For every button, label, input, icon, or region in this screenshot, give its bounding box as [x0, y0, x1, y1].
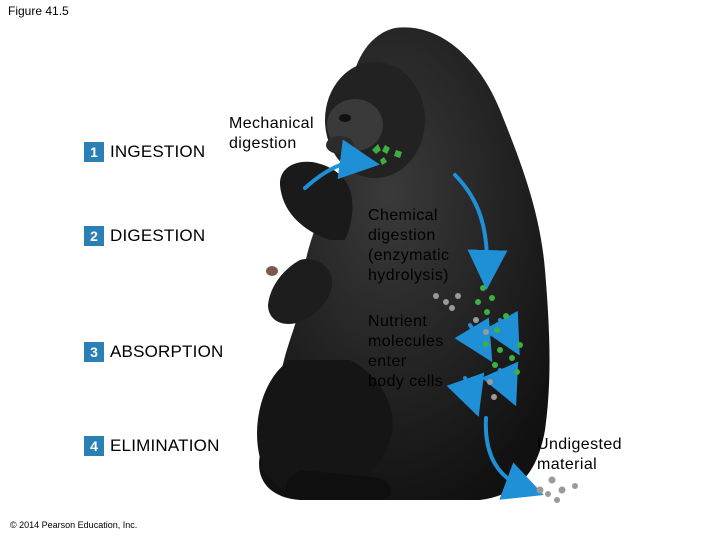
gorilla-muzzle	[326, 136, 354, 154]
stage-number-badge: 3	[84, 342, 104, 362]
stage-number-badge: 4	[84, 436, 104, 456]
nutrient-molecules	[475, 285, 523, 375]
chemical-digestion-label: Chemical digestion (enzymatic hydrolysis…	[368, 207, 450, 284]
stage-label: ELIMINATION	[110, 436, 220, 455]
ingestion-arrow	[303, 139, 380, 190]
gorilla-raised-arm	[279, 161, 353, 240]
figure-label: Figure 41.5	[8, 4, 69, 18]
gorilla-hand	[268, 259, 333, 325]
stage-label: ABSORPTION	[110, 342, 224, 361]
stage-ingestion: 1 INGESTION	[84, 142, 205, 162]
stage-label: INGESTION	[110, 142, 206, 161]
mechanical-digestion-label: Mechanical digestion	[229, 115, 314, 152]
gorilla-leg	[257, 360, 393, 497]
stage-elimination: 4 ELIMINATION	[84, 436, 220, 456]
absorption-arrow-4	[446, 372, 485, 417]
stage-number-badge: 1	[84, 142, 104, 162]
absorption-arrow-2	[454, 317, 493, 363]
elimination-arrow	[483, 416, 544, 500]
stage-absorption: 3 ABSORPTION	[84, 342, 223, 362]
gorilla-eye	[339, 114, 351, 122]
absorption-arrow-1	[482, 310, 520, 356]
undigested-material-label: Undigested material	[537, 436, 622, 473]
stage-number-badge: 2	[84, 226, 104, 246]
digestion-arrow	[453, 173, 508, 290]
stage-label: DIGESTION	[110, 226, 206, 245]
absorption-arrow-3	[481, 361, 519, 407]
waste-particles	[433, 293, 578, 503]
digestive-flow-arrows	[303, 139, 544, 500]
nutrient-molecules-label: Nutrient molecules enter body cells	[368, 313, 444, 390]
copyright-notice: © 2014 Pearson Education, Inc.	[10, 520, 138, 530]
stage-digestion: 2 DIGESTION	[84, 226, 205, 246]
food-morsel	[266, 266, 278, 276]
gorilla-foot	[285, 470, 392, 500]
gorilla-body	[257, 27, 550, 500]
